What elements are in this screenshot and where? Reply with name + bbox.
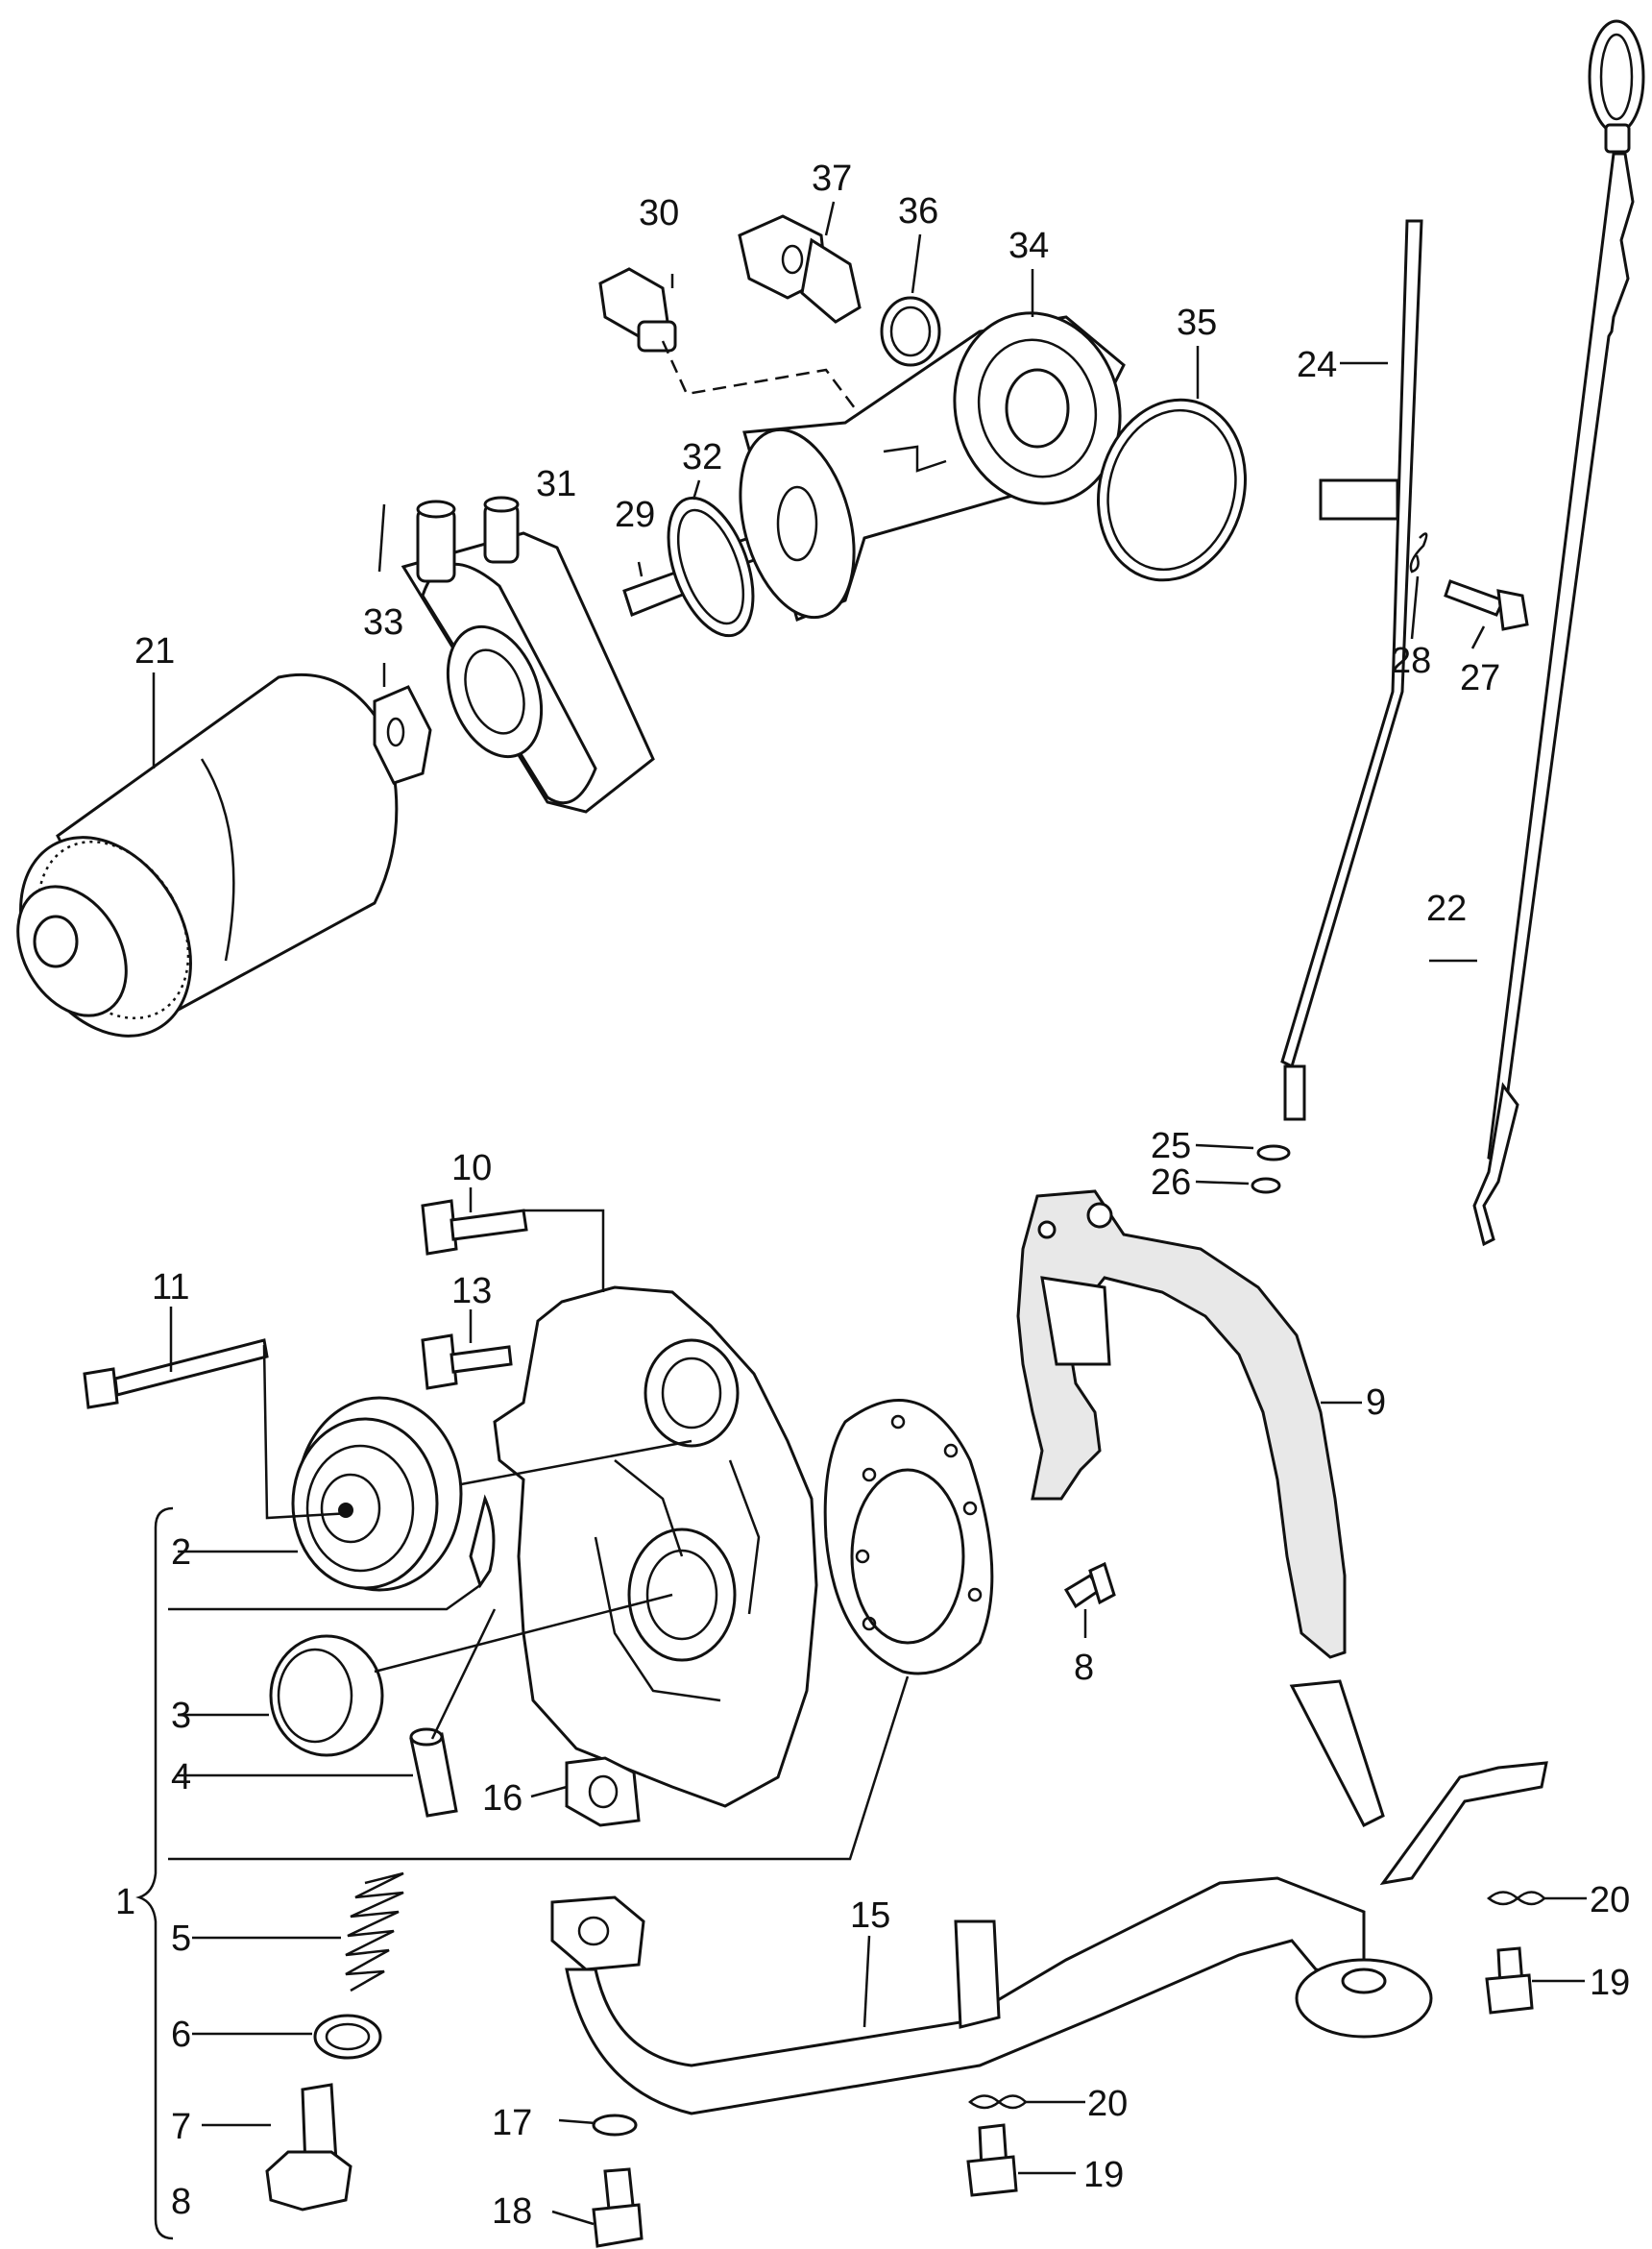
washer-25 bbox=[1256, 1144, 1291, 1161]
bolt-27 bbox=[1444, 579, 1529, 631]
label-26: 26 bbox=[1151, 1162, 1191, 1203]
oil-filter-21 bbox=[16, 672, 399, 1038]
bolt-8 bbox=[1063, 1561, 1116, 1609]
bolt-10 bbox=[421, 1199, 528, 1256]
seal-3 bbox=[269, 1634, 384, 1757]
label-20-upper: 20 bbox=[1590, 1880, 1630, 1920]
gasket-9 bbox=[1016, 1189, 1347, 1659]
spring-5 bbox=[345, 1871, 404, 1992]
seal-ring-36 bbox=[880, 296, 941, 367]
dipstick-tube-24 bbox=[1280, 219, 1423, 1121]
label-33: 33 bbox=[363, 602, 403, 643]
washer-17 bbox=[592, 2114, 638, 2137]
leader-flange-plate bbox=[168, 1675, 910, 1861]
label-22: 22 bbox=[1426, 889, 1467, 929]
pin-4 bbox=[409, 1727, 458, 1818]
fitting-30-dash-line bbox=[661, 340, 856, 409]
label-35: 35 bbox=[1177, 303, 1217, 343]
label-34: 34 bbox=[1008, 226, 1049, 266]
bolt-13 bbox=[421, 1333, 513, 1390]
label-28: 28 bbox=[1391, 641, 1431, 681]
bolt-18 bbox=[592, 2167, 644, 2248]
label-17: 17 bbox=[492, 2103, 532, 2143]
clip-20-lower bbox=[968, 2094, 1028, 2110]
label-31: 31 bbox=[536, 464, 576, 504]
label-8: 8 bbox=[1074, 1648, 1094, 1688]
label-19-upper: 19 bbox=[1590, 1963, 1630, 2003]
label-11: 11 bbox=[152, 1267, 189, 1308]
label-10: 10 bbox=[451, 1148, 492, 1188]
label-16: 16 bbox=[482, 1778, 522, 1819]
label-21: 21 bbox=[134, 631, 175, 672]
label-25: 25 bbox=[1151, 1126, 1191, 1166]
pulley-2 bbox=[291, 1396, 463, 1592]
leader-housing bbox=[168, 1583, 481, 1611]
label-5: 5 bbox=[171, 1919, 191, 1959]
bolt-19-lower bbox=[966, 2123, 1018, 2197]
clip-28 bbox=[1409, 532, 1428, 574]
dipstick-22 bbox=[1472, 19, 1645, 1247]
label-18: 18 bbox=[492, 2191, 532, 2232]
leader-pulley-2 bbox=[460, 1439, 692, 1486]
label-1: 1 bbox=[115, 1882, 135, 1922]
nut-33 bbox=[373, 685, 432, 785]
bolt-37 bbox=[738, 214, 862, 324]
gasket-32 bbox=[667, 496, 755, 638]
plug-7 bbox=[265, 2083, 352, 2212]
label-19-lower: 19 bbox=[1083, 2155, 1124, 2195]
label-3: 3 bbox=[171, 1696, 191, 1736]
label-32: 32 bbox=[682, 437, 722, 477]
part-labels: 1 2 3 4 5 6 7 8 8 9 10 11 13 15 16 17 18… bbox=[115, 159, 1630, 2232]
label-8-group: 8 bbox=[171, 2182, 191, 2222]
o-ring-35 bbox=[1096, 398, 1248, 582]
o-ring-26 bbox=[1251, 1177, 1281, 1194]
group-1-brace bbox=[135, 1506, 174, 2240]
leader-pin-4 bbox=[430, 1608, 497, 1740]
label-24: 24 bbox=[1297, 345, 1337, 385]
label-29: 29 bbox=[615, 495, 655, 535]
fitting-30 bbox=[598, 267, 677, 353]
bolt-10-guide bbox=[523, 1209, 605, 1292]
label-37: 37 bbox=[812, 159, 852, 199]
filter-bracket-34 bbox=[739, 311, 1126, 623]
flange-plate bbox=[823, 1399, 994, 1675]
label-13: 13 bbox=[451, 1271, 492, 1311]
front-cover-housing bbox=[469, 1285, 818, 1808]
clip-20-upper bbox=[1487, 1891, 1546, 1906]
label-6: 6 bbox=[171, 2015, 191, 2055]
label-9: 9 bbox=[1366, 1382, 1386, 1423]
oil-pickup-15 bbox=[550, 1679, 1548, 2115]
leader-lines bbox=[152, 201, 1587, 2226]
washer-6 bbox=[313, 2014, 382, 2060]
label-2: 2 bbox=[171, 1532, 191, 1573]
bolt-19-upper bbox=[1485, 1946, 1534, 2015]
label-36: 36 bbox=[898, 191, 938, 232]
label-20-lower: 20 bbox=[1087, 2084, 1128, 2124]
label-30: 30 bbox=[639, 193, 679, 233]
bolt-11 bbox=[83, 1338, 269, 1409]
gasket-16 bbox=[565, 1756, 641, 1827]
label-15: 15 bbox=[850, 1895, 890, 1936]
label-27: 27 bbox=[1460, 658, 1500, 698]
label-4: 4 bbox=[171, 1757, 191, 1797]
oil-cooler-31 bbox=[401, 496, 655, 814]
label-7: 7 bbox=[171, 2107, 191, 2147]
leader-seal-3 bbox=[374, 1593, 673, 1674]
bolt-11-guide bbox=[262, 1344, 352, 1520]
